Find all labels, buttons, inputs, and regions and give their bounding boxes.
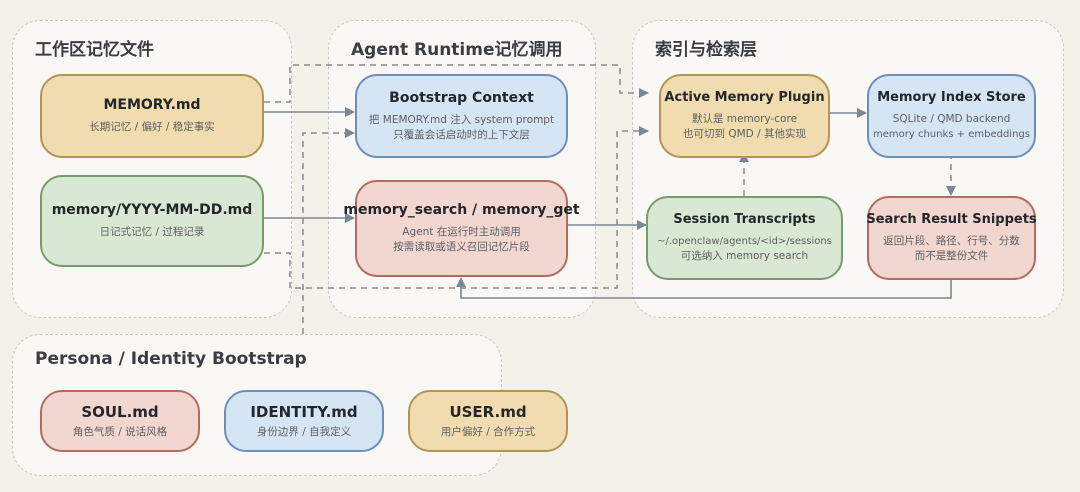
group-title: Persona / Identity Bootstrap (35, 349, 307, 369)
node-session-transcripts[interactable]: Session Transcripts ~/.openclaw/agents/<… (646, 196, 843, 280)
node-title: MEMORY.md (103, 97, 201, 113)
node-title: memory/YYYY-MM-DD.md (51, 202, 253, 218)
node-desc: 身份边界 / 自我定义 (256, 425, 352, 438)
node-desc-line-2: 按需读取或语义召回记忆片段 (393, 241, 530, 253)
node-desc-line-2: 只覆盖会话启动时的上下文层 (393, 128, 530, 141)
node-title: USER.md (449, 402, 527, 421)
node-desc-line-1: SQLite / QMD backend (892, 113, 1011, 125)
node-memory-index-store[interactable]: Memory Index Store SQLite / QMD backend … (867, 74, 1036, 158)
node-soul-md[interactable]: SOUL.md 角色气质 / 说话风格 (40, 390, 200, 452)
node-desc: 用户偏好 / 合作方式 (440, 425, 536, 438)
group-workspace-memory-files: 工作区记忆文件 (12, 20, 292, 318)
node-desc-line-2: 可选纳入 memory search (680, 250, 809, 262)
node-title: IDENTITY.md (250, 402, 358, 421)
node-desc-line-1: 把 MEMORY.md 注入 system prompt (368, 113, 555, 126)
node-title: Bootstrap Context (389, 89, 534, 106)
node-memory-md[interactable]: MEMORY.md 长期记忆 / 偏好 / 稳定事实 (40, 74, 264, 158)
node-title: Search Result Snippets (866, 212, 1037, 227)
node-identity-md[interactable]: IDENTITY.md 身份边界 / 自我定义 (224, 390, 384, 452)
node-daily-memory-md[interactable]: memory/YYYY-MM-DD.md 日记式记忆 / 过程记录 (40, 175, 264, 267)
node-title: Active Memory Plugin (664, 90, 825, 105)
node-title: Memory Index Store (877, 90, 1026, 105)
node-desc-line-2: 而不是整份文件 (914, 250, 989, 262)
group-title: 工作区记忆文件 (35, 40, 154, 60)
node-desc-line-1: 返回片段、路径、行号、分数 (883, 235, 1020, 247)
node-desc: 角色气质 / 说话风格 (72, 425, 168, 438)
node-title: SOUL.md (81, 402, 159, 421)
node-desc-line-1: 默认是 memory-core (691, 113, 798, 125)
node-user-md[interactable]: USER.md 用户偏好 / 合作方式 (408, 390, 568, 452)
node-desc: 日记式记忆 / 过程记录 (99, 226, 205, 238)
node-title: memory_search / memory_get (343, 202, 580, 218)
group-title: 索引与检索层 (655, 40, 757, 60)
node-active-memory-plugin[interactable]: Active Memory Plugin 默认是 memory-core 也可切… (659, 74, 830, 158)
node-bootstrap-context[interactable]: Bootstrap Context 把 MEMORY.md 注入 system … (355, 74, 568, 158)
node-title: Session Transcripts (673, 212, 816, 227)
node-desc-line-2: 也可切到 QMD / 其他实现 (683, 128, 806, 140)
node-desc-line-1: Agent 在运行时主动调用 (402, 226, 521, 238)
node-desc: 长期记忆 / 偏好 / 稳定事实 (89, 121, 215, 133)
node-memory-search-get[interactable]: memory_search / memory_get Agent 在运行时主动调… (343, 180, 580, 277)
node-search-result-snippets[interactable]: Search Result Snippets 返回片段、路径、行号、分数 而不是… (866, 196, 1037, 280)
node-desc-line-2: memory chunks + embeddings (873, 129, 1030, 140)
node-desc-line-1: ~/.openclaw/agents/<id>/sessions (657, 236, 832, 247)
group-title: Agent Runtime记忆调用 (351, 40, 563, 60)
